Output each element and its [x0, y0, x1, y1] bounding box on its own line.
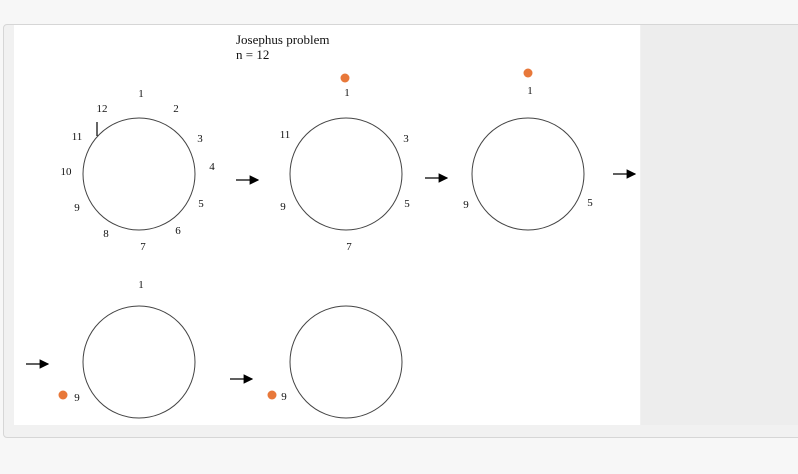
- stage-1-label-12: 12: [97, 103, 108, 115]
- stage-3-dot-1: [523, 68, 533, 78]
- stage-5-circle: [289, 305, 403, 419]
- stage-1-circle: [82, 117, 196, 231]
- diagram-title: Josephus problem: [236, 32, 330, 47]
- stage-1-label-2: 2: [173, 103, 179, 115]
- stage-4-dot-9: [58, 390, 68, 400]
- stage-3-label-5: 5: [587, 197, 593, 209]
- stage-1-label-9: 9: [74, 202, 80, 214]
- stage-4-circle: [82, 305, 196, 419]
- stage-2-dot-1: [340, 73, 350, 83]
- stage-1-label-11: 11: [72, 131, 83, 143]
- diagram-subtitle: n = 12: [236, 47, 270, 62]
- stage-1-label-1: 1: [138, 88, 144, 100]
- stage-1-label-4: 4: [209, 161, 215, 173]
- stage-2-label-11: 11: [280, 129, 291, 141]
- stage-4-label-1: 1: [138, 279, 144, 291]
- stage-3-label-1: 1: [527, 85, 533, 97]
- stage-2-label-3: 3: [403, 133, 409, 145]
- stage-2-circle: [289, 117, 403, 231]
- stage-2-label-7: 7: [346, 241, 352, 253]
- stage-1-label-7: 7: [140, 241, 146, 253]
- stage-1-label-3: 3: [197, 133, 203, 145]
- stage-5-dot-9: [267, 390, 277, 400]
- josephus-diagram: 1 2 3 4 5 6 7 8 9 10 11 12 1 3 5 7 9 11 …: [26, 68, 637, 419]
- stage-2-label-1: 1: [344, 87, 350, 99]
- stage-4-label-9: 9: [74, 392, 80, 404]
- stage-3-label-9: 9: [463, 199, 469, 211]
- side-panel: [641, 25, 798, 425]
- stage-3-circle: [471, 117, 585, 231]
- stage-1-label-8: 8: [103, 228, 109, 240]
- stage-1-label-5: 5: [198, 198, 204, 210]
- stage-2-label-9: 9: [280, 201, 286, 213]
- diagram-canvas: Josephus problem n = 12 1 2 3 4 5 6 7 8 …: [14, 25, 640, 425]
- stage-2-label-5: 5: [404, 198, 410, 210]
- stage-5-label-9: 9: [281, 391, 287, 403]
- stage-1-label-10: 10: [61, 166, 73, 178]
- stage-1-label-6: 6: [175, 225, 181, 237]
